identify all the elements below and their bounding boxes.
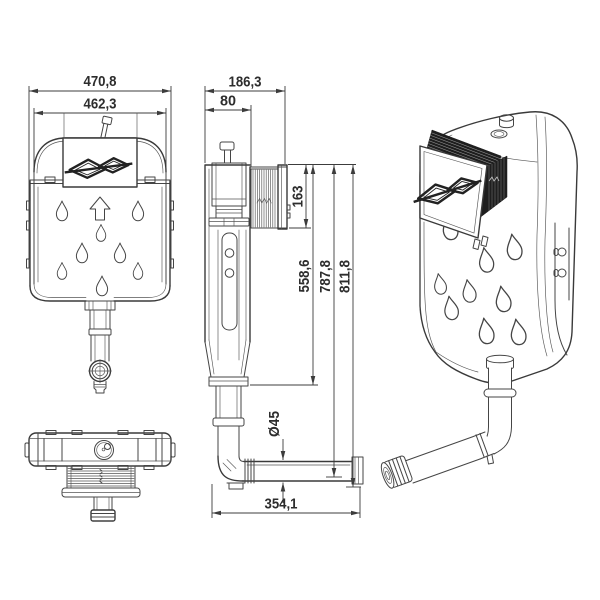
- dim-front-width-outer: 470,8: [28, 73, 172, 268]
- perspective-mounting-rail: [553, 222, 570, 356]
- bottom-view: [24, 430, 176, 522]
- perspective-outlet-pipe: [380, 354, 517, 489]
- perspective-top-cap: [490, 114, 514, 139]
- mounting-hole-lower: [224, 268, 235, 278]
- dim-label-787-8: 787,8: [317, 260, 334, 293]
- dim-shaft-height: 163: [289, 165, 311, 229]
- dimensions: 470,8 462,3 186,3 80 163 558,6: [28, 73, 361, 518]
- dim-front-width-inner: 462,3: [33, 96, 167, 172]
- perspective-bellows-side: [477, 155, 508, 220]
- dim-label-470-8: 470,8: [84, 73, 117, 90]
- perspective-threaded-fitting: [380, 455, 413, 489]
- front-water-drops: [55, 200, 145, 297]
- front-filler-tube: [100, 115, 113, 139]
- front-view: [26, 115, 174, 394]
- dim-label-186-3: 186,3: [229, 74, 262, 91]
- dim-label-d45: Ø45: [266, 411, 283, 437]
- dim-depth-front: 80: [205, 93, 252, 167]
- bottom-valve-seat: [94, 440, 114, 460]
- mounting-hole-upper: [224, 248, 235, 258]
- front-outlet-pipe: [84, 300, 116, 394]
- flush-arrow-icon: [89, 196, 111, 221]
- dim-total-height: 811,8: [337, 165, 361, 488]
- dim-label-558-6: 558,6: [296, 260, 313, 293]
- dim-pipe-length: 354,1: [211, 484, 361, 518]
- front-body-bottom: [29, 285, 171, 302]
- side-fill-valve: [208, 141, 250, 227]
- dim-pipe-diameter: Ø45: [266, 411, 286, 503]
- dim-label-354-1: 354,1: [265, 496, 298, 513]
- dim-label-80: 80: [220, 93, 236, 110]
- side-pipe-collar: [244, 458, 255, 484]
- dim-label-811-8: 811,8: [337, 260, 354, 293]
- side-elbow: [217, 455, 244, 482]
- dim-label-163: 163: [290, 186, 307, 208]
- dim-label-462-3: 462,3: [84, 96, 117, 113]
- side-view: [204, 141, 364, 490]
- bottom-outlet-stub: [90, 496, 116, 522]
- side-outlet-pipe: [212, 385, 364, 490]
- front-shoulder: [29, 179, 171, 184]
- dim-tank-height: 558,6: [250, 165, 318, 386]
- dim-outlet-height: 787,8: [317, 165, 342, 478]
- side-threaded-end: [351, 456, 364, 485]
- side-access-shaft: [249, 164, 291, 230]
- perspective-view: [380, 111, 578, 489]
- side-mounting-bracket: [221, 232, 238, 331]
- bottom-fixing-tabs: [45, 430, 155, 470]
- side-tank-body: [204, 164, 251, 387]
- front-access-panel: [62, 137, 138, 188]
- dim-depth-total: 186,3: [204, 74, 286, 164]
- front-side-clips: [26, 200, 174, 269]
